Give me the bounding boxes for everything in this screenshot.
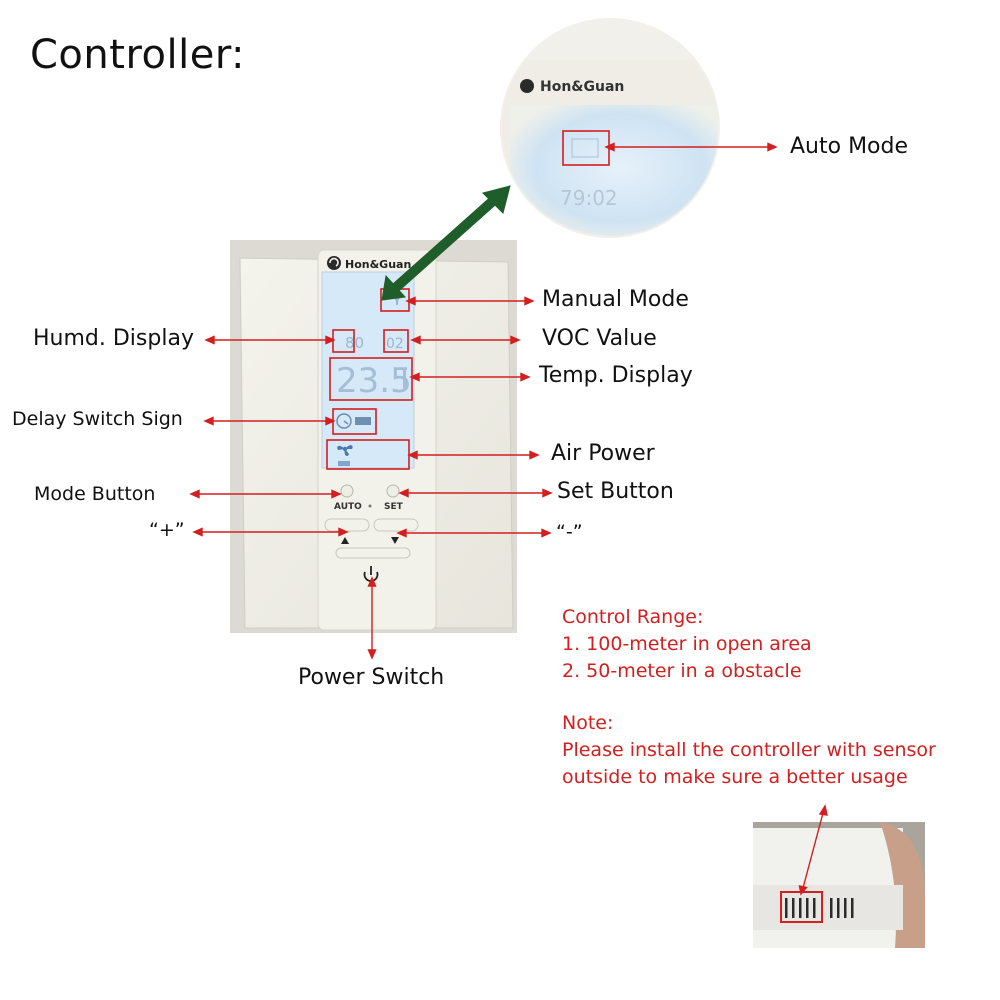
brand-label: Hon&Guan <box>345 258 411 271</box>
thermometer-icon <box>403 370 406 388</box>
label-air-power: Air Power <box>551 441 655 466</box>
sensor-photo <box>753 822 925 948</box>
note-line: outside to make sure a better usage <box>562 766 908 788</box>
callout-arrows <box>189 142 828 896</box>
label-delay-switch-sign: Delay Switch Sign <box>12 408 183 430</box>
power-level-bar <box>338 461 350 466</box>
label-set-button: Set Button <box>557 479 674 504</box>
label-auto-mode: Auto Mode <box>790 134 909 159</box>
sensor-vent-slots <box>785 898 854 918</box>
control-range-heading: Control Range: <box>562 606 704 628</box>
page-title: Controller: <box>30 32 246 78</box>
label-humd-display: Humd. Display <box>33 326 194 351</box>
set-button[interactable] <box>386 484 400 498</box>
control-range-item: 2. 50-meter in a obstacle <box>562 660 802 682</box>
control-range-block: Control Range: 1. 100-meter in open area… <box>562 604 812 685</box>
zoom-brand-logo-icon <box>520 79 534 93</box>
label-voc-value: VOC Value <box>542 326 657 351</box>
auto-button[interactable] <box>340 484 354 498</box>
timer-indicator <box>355 417 371 425</box>
minus-button[interactable] <box>373 518 419 532</box>
label-minus: “-” <box>556 521 583 543</box>
temperature-box <box>329 357 413 401</box>
set-button-label: SET <box>384 502 404 512</box>
zoom-brand-label: Hon&Guan <box>540 79 624 95</box>
up-arrow-icon <box>341 537 349 544</box>
plus-button[interactable] <box>324 518 370 532</box>
label-manual-mode: Manual Mode <box>542 287 689 312</box>
label-temp-display: Temp. Display <box>539 363 693 388</box>
label-plus: “+” <box>149 519 185 541</box>
bottom-bar-button[interactable] <box>335 547 411 559</box>
label-power-switch: Power Switch <box>298 665 445 690</box>
voc-box <box>383 329 409 353</box>
clock-icon <box>336 413 352 429</box>
note-block: Note: Please install the controller with… <box>562 710 936 791</box>
auto-button-label: AUTO <box>334 502 362 512</box>
zoom-lcd <box>510 105 718 236</box>
label-mode-button: Mode Button <box>34 483 156 505</box>
temperature-digits: 23.5 <box>336 361 412 401</box>
voc-digits: 02 <box>386 336 404 352</box>
control-range-item: 1. 100-meter in open area <box>562 633 812 655</box>
zoom-arrow <box>381 185 511 301</box>
down-arrow-icon <box>391 537 399 544</box>
zoom-time-digits: 79:02 <box>560 186 618 210</box>
lcd-screen <box>321 271 415 469</box>
air-power-fan-icon <box>337 445 353 457</box>
note-line: Please install the controller with senso… <box>562 739 936 761</box>
note-heading: Note: <box>562 712 614 734</box>
